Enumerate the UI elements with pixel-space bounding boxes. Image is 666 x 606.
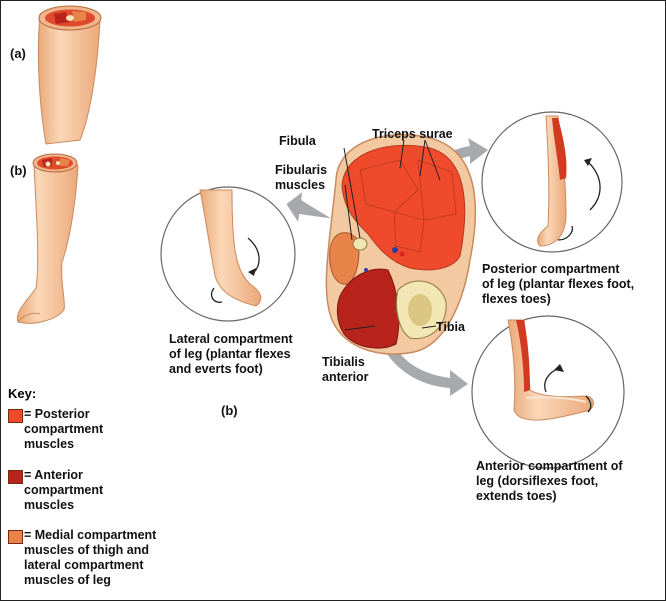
cross-section	[325, 133, 477, 355]
key-item-medial-lateral: = Medial compartment muscles of thigh an…	[8, 528, 156, 588]
label-fibula: Fibula	[279, 134, 316, 148]
key-title: Key:	[8, 386, 37, 401]
key-swatch-posterior	[8, 409, 23, 423]
key-item-posterior: = Posterior compartment muscles	[8, 407, 103, 452]
caption-anterior-compartment: Anterior compartment of leg (dorsiflexes…	[476, 459, 623, 503]
key-item-anterior: = Anterior compartment muscles	[8, 468, 103, 513]
caption-lateral-compartment: Lateral compartment of leg (plantar flex…	[169, 332, 293, 376]
thigh-segment	[37, 5, 102, 145]
key-text-medial-lateral: = Medial compartment muscles of thigh an…	[24, 528, 157, 587]
key-swatch-medial-lateral	[8, 530, 23, 544]
anterior-inset	[471, 315, 625, 469]
lower-leg-segment	[16, 153, 79, 324]
leader-lines	[343, 139, 441, 331]
panel-label-b-left: (b)	[10, 163, 27, 178]
posterior-inset	[481, 111, 623, 253]
key-swatch-anterior	[8, 470, 23, 484]
panel-label-b-center: (b)	[221, 403, 238, 418]
label-fibularis-muscles: Fibularis muscles	[275, 163, 328, 192]
key-text-anterior: = Anterior compartment muscles	[24, 468, 104, 512]
label-tibialis-anterior: Tibialis anterior	[322, 355, 369, 384]
caption-posterior-compartment: Posterior compartment of leg (plantar fl…	[482, 262, 635, 306]
panel-label-a: (a)	[10, 46, 26, 61]
label-triceps-surae: Triceps surae	[372, 127, 453, 141]
label-tibia: Tibia	[436, 320, 465, 334]
lateral-inset	[160, 186, 296, 322]
key-text-posterior: = Posterior compartment muscles	[24, 407, 104, 451]
